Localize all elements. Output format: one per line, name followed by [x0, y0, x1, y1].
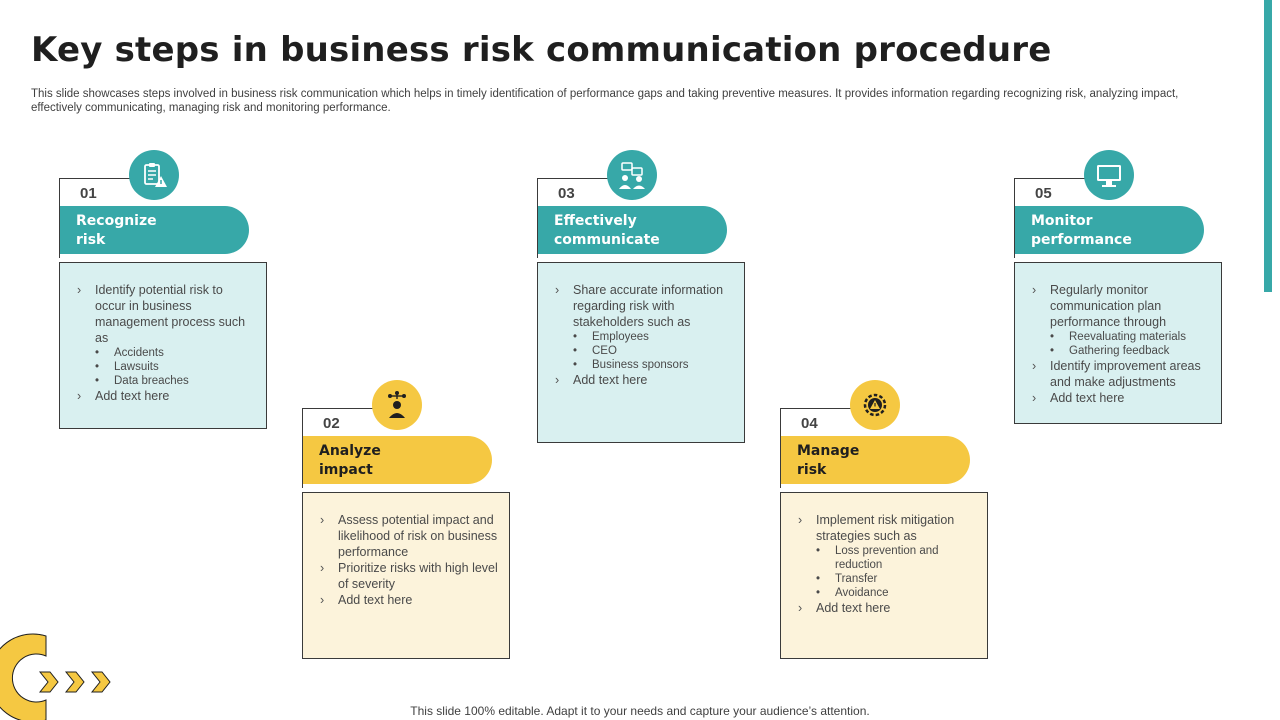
- step-number: 03: [558, 185, 575, 202]
- corner-decoration: [0, 633, 111, 720]
- step-title-line2: impact: [319, 462, 373, 478]
- list-item: Add text here: [320, 592, 499, 608]
- analyst-person-icon: [372, 380, 422, 430]
- step-number: 04: [801, 415, 818, 432]
- list-item: Regularly monitor communication plan per…: [1032, 282, 1211, 358]
- list-item: Identify improvement areas and make adju…: [1032, 358, 1211, 390]
- step-title: Analyze impact: [303, 436, 492, 484]
- sub-item: Lawsuits: [95, 360, 256, 374]
- risk-checklist-icon: [129, 150, 179, 200]
- step-content: Regularly monitor communication plan per…: [1014, 262, 1222, 424]
- list-item: Prioritize risks with high level of seve…: [320, 560, 499, 592]
- step-title-line2: performance: [1031, 232, 1132, 248]
- footer-note: This slide 100% editable. Adapt it to yo…: [410, 704, 870, 718]
- list-item: Implement risk mitigation strategies suc…: [798, 512, 977, 600]
- list-item: Share accurate information regarding ris…: [555, 282, 734, 372]
- accent-bar: [1264, 0, 1272, 292]
- list-item: Assess potential impact and likelihood o…: [320, 512, 499, 560]
- step-content: Implement risk mitigation strategies suc…: [780, 492, 988, 659]
- step-content: Assess potential impact and likelihood o…: [302, 492, 510, 659]
- gear-warning-icon: [850, 380, 900, 430]
- list-item: Add text here: [1032, 390, 1211, 406]
- people-chat-icon: [607, 150, 657, 200]
- step-title-line1: Effectively: [554, 213, 637, 229]
- sub-item: Loss prevention and reduction: [816, 544, 977, 572]
- step-title: Recognize risk: [60, 206, 249, 254]
- step-title-line1: Analyze: [319, 443, 381, 459]
- sub-item: Data breaches: [95, 374, 256, 388]
- list-item: Identify potential risk to occur in busi…: [77, 282, 256, 388]
- step-number-frame: [59, 178, 149, 258]
- sub-item: Accidents: [95, 346, 256, 360]
- chevron-right-icon: [64, 671, 85, 693]
- page-subtitle: This slide showcases steps involved in b…: [31, 88, 1179, 114]
- sub-item: Business sponsors: [573, 358, 734, 372]
- chevron-right-icon: [90, 671, 111, 693]
- monitor-icon: [1084, 150, 1134, 200]
- step-number: 05: [1035, 185, 1052, 202]
- step-content: Identify potential risk to occur in busi…: [59, 262, 267, 429]
- step-number-frame: [302, 408, 392, 488]
- page-title: Key steps in business risk communication…: [31, 30, 1052, 70]
- step-number-frame: [780, 408, 870, 488]
- list-item: Add text here: [798, 600, 977, 616]
- sub-item: Employees: [573, 330, 734, 344]
- sub-item: Avoidance: [816, 586, 977, 600]
- chevron-right-icon: [38, 671, 59, 693]
- step-title-line1: Monitor: [1031, 213, 1093, 229]
- sub-item: Transfer: [816, 572, 977, 586]
- list-item: Add text here: [555, 372, 734, 388]
- step-title-line2: communicate: [554, 232, 660, 248]
- step-title-line1: Recognize: [76, 213, 157, 229]
- step-title: Monitor performance: [1015, 206, 1204, 254]
- step-number: 02: [323, 415, 340, 432]
- list-item: Add text here: [77, 388, 256, 404]
- sub-item: Reevaluating materials: [1050, 330, 1211, 344]
- step-title-line2: risk: [76, 232, 106, 248]
- sub-item: CEO: [573, 344, 734, 358]
- sub-item: Gathering feedback: [1050, 344, 1211, 358]
- step-content: Share accurate information regarding ris…: [537, 262, 745, 443]
- step-title-line1: Manage: [797, 443, 860, 459]
- step-number-frame: [537, 178, 627, 258]
- step-title: Effectively communicate: [538, 206, 727, 254]
- step-title: Manage risk: [781, 436, 970, 484]
- step-title-line2: risk: [797, 462, 827, 478]
- step-number: 01: [80, 185, 97, 202]
- step-number-frame: [1014, 178, 1104, 258]
